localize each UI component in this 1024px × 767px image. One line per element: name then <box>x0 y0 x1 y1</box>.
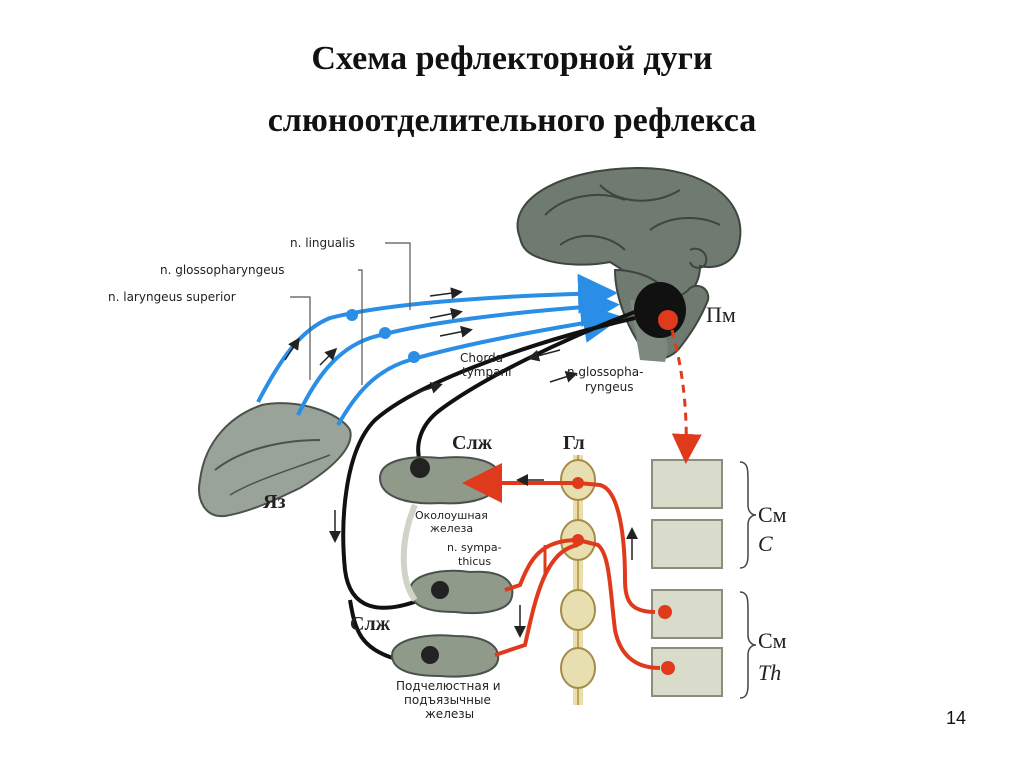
parotid-gland <box>378 456 502 505</box>
label-sub-1: Подчелюстная и <box>396 679 501 693</box>
label-parotid-2: железа <box>430 522 473 535</box>
ganglion-3 <box>560 589 596 631</box>
label-sub-3: железы <box>425 707 474 721</box>
spinal-segment-2 <box>651 519 723 569</box>
tongue <box>198 402 352 518</box>
label-n-glossopha: n.glossopha- <box>567 365 643 379</box>
page-number: 14 <box>946 708 967 728</box>
title-line-2: слюноотделительного рефлекса <box>267 102 757 139</box>
label-gl: Гл <box>563 432 585 454</box>
label-n-sympathicus-2: thicus <box>458 555 491 568</box>
label-sm-c-1: См <box>758 502 787 527</box>
label-n-glossopharyngeus: n. glossopharyngeus <box>160 263 284 277</box>
sympathetic-ganglia <box>560 455 596 705</box>
label-slzh-bottom: Слж <box>350 613 391 635</box>
title-line-1: Схема рефлекторной дуги <box>311 40 713 77</box>
label-n-sympathicus-1: n. sympa- <box>447 541 502 554</box>
label-tongue: Яз <box>263 491 285 513</box>
submandibular-gland-lower <box>390 634 500 678</box>
afferent-nerve-3 <box>336 303 623 426</box>
label-n-laryngeus-superior: n. laryngeus superior <box>108 290 236 304</box>
label-sm-th-2: Th <box>758 660 781 685</box>
spinal-segment-4 <box>651 647 723 697</box>
label-leaders <box>290 242 411 385</box>
label-sub-2: подъязычные <box>404 693 491 707</box>
label-tympani: tympani <box>462 365 511 379</box>
medulla-nucleus <box>634 282 686 338</box>
salivary-nucleus-red <box>658 310 678 330</box>
label-sm-th-1: См <box>758 628 787 653</box>
label-chorda: Chorda <box>460 351 503 365</box>
label-n-lingualis: n. lingualis <box>290 236 355 250</box>
spinal-segment-1 <box>651 459 723 509</box>
submandibular-gland-upper <box>408 569 514 615</box>
spinal-cord <box>651 459 757 699</box>
label-parotid-1: Околоушная <box>415 509 488 522</box>
brain <box>516 166 742 362</box>
label-ryngeus: ryngeus <box>585 380 634 394</box>
label-sm-c-2: С <box>758 531 773 556</box>
efferent-nerve-submandibular <box>341 316 636 610</box>
ganglion-4 <box>560 647 596 689</box>
afferent-nerves <box>256 273 623 426</box>
label-pm: Пм <box>706 302 736 327</box>
label-slzh-top: Слж <box>452 432 493 454</box>
efferent-nerves <box>284 287 641 662</box>
sympathetic-fibers <box>462 463 661 670</box>
